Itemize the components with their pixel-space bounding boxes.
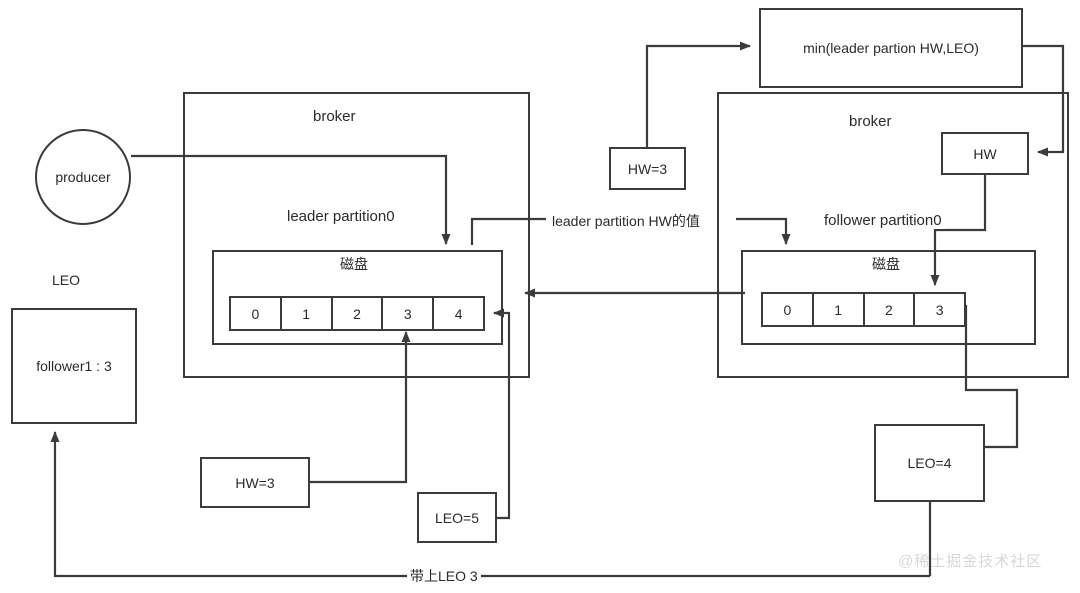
left-partition-label: leader partition0	[284, 208, 398, 225]
leader-partition-cells: 0 1 2 3 4	[229, 296, 485, 331]
wire-hw3-bottom-to-leader-cell3	[310, 331, 411, 484]
follower-partition-cells: 0 1 2 3	[761, 292, 966, 327]
follower-hw-box: HW	[941, 132, 1029, 175]
left-hw3-box: HW=3	[200, 457, 310, 508]
follower-cell-0: 0	[763, 294, 814, 325]
leader-cell-1: 1	[282, 298, 333, 329]
right-disk-box	[741, 250, 1036, 345]
right-broker-label: broker	[846, 113, 895, 130]
leader-cell-3: 3	[383, 298, 435, 329]
wire-min-to-follower-hw	[1023, 44, 1065, 157]
leader-cell-0: 0	[231, 298, 282, 329]
leader-cell-2: 2	[333, 298, 384, 329]
leader-cell-4: 4	[454, 305, 463, 322]
center-hw3-box: HW=3	[609, 147, 686, 190]
right-broker-box	[717, 92, 1069, 378]
wire-follower-hw-to-cell3	[930, 175, 987, 286]
right-leo4-box: LEO=4	[874, 424, 985, 502]
wire-producer-to-leader-disk	[131, 154, 451, 245]
left-leo-title: LEO	[49, 272, 84, 288]
left-broker-box	[183, 92, 530, 378]
min-formula-box: min(leader partion HW,LEO)	[759, 8, 1023, 88]
bottom-leo-label: 带上LEO 3	[407, 566, 481, 586]
right-disk-label: 磁盘	[869, 254, 903, 274]
right-partition-label: follower partition0	[821, 212, 945, 229]
follower-cell-2: 2	[865, 294, 916, 325]
wire-hw3-to-min	[645, 41, 751, 147]
left-leo-box: follower1 : 3	[11, 308, 137, 424]
wire-hw-value-to-follower-disk	[736, 217, 791, 245]
producer-node: producer	[35, 129, 131, 225]
wire-bottom-bus-to-leo-box	[50, 431, 930, 578]
follower-cell-1: 1	[814, 294, 865, 325]
follower-cell-3: 3	[935, 301, 944, 318]
watermark: @稀土掘金技术社区	[898, 553, 1043, 570]
wire-leader-hw-label-left	[470, 217, 546, 245]
left-disk-box	[212, 250, 503, 345]
leader-hw-value-label: leader partition HW的值	[549, 211, 703, 231]
left-disk-label: 磁盘	[337, 254, 371, 274]
left-leo5-box: LEO=5	[417, 492, 497, 543]
left-broker-label: broker	[310, 108, 359, 125]
